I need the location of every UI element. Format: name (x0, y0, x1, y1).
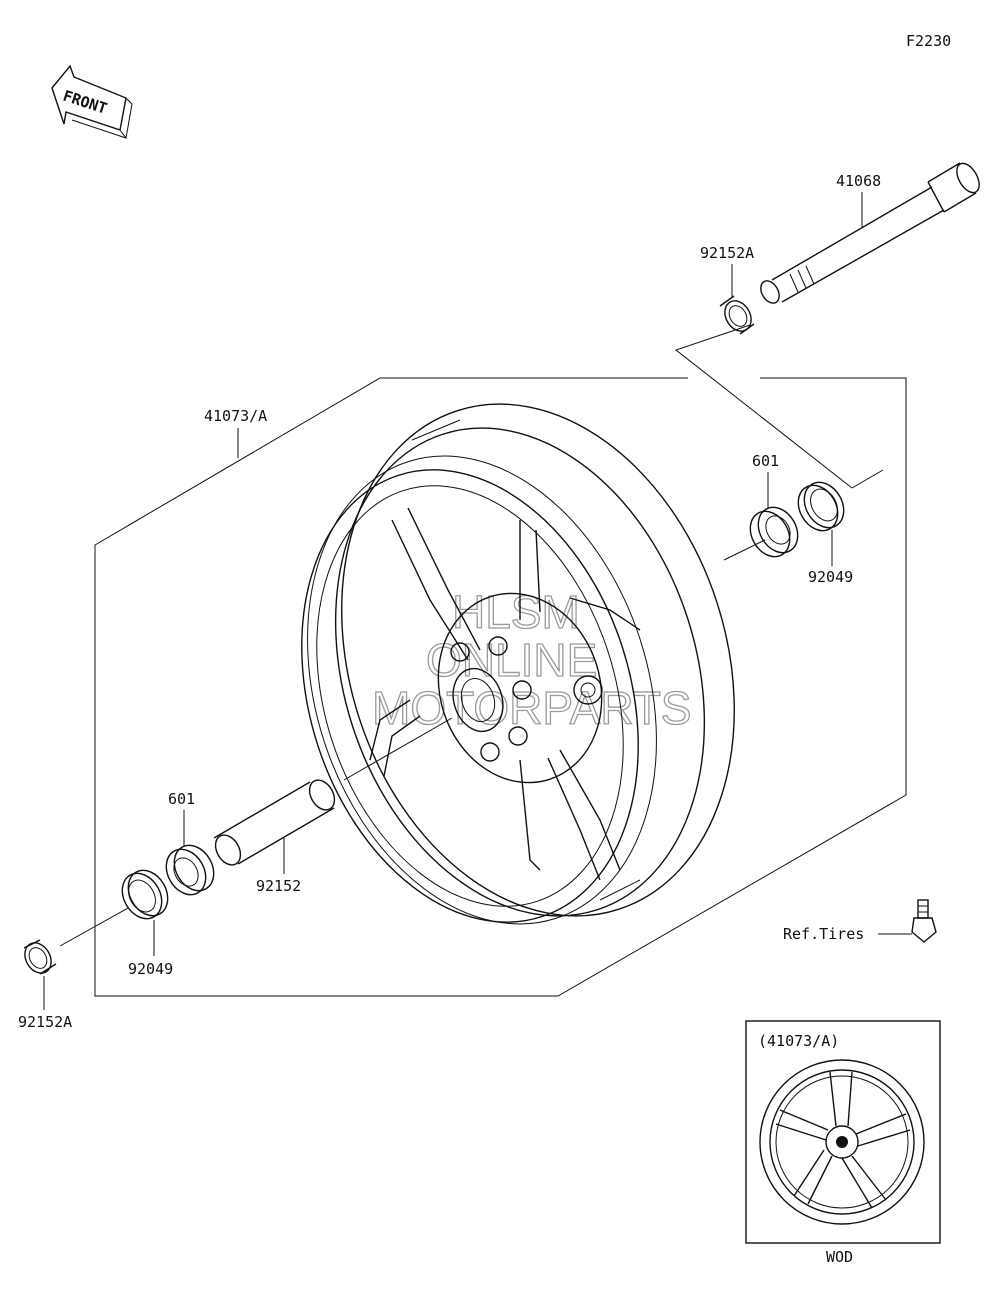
watermark-line-2: ONLINE (426, 634, 597, 686)
label-collar-right: 92152A (700, 244, 754, 262)
front-arrow-icon: FRONT (51, 64, 133, 140)
label-bearing-left: 601 (168, 790, 195, 808)
inset-caption: WOD (826, 1248, 853, 1266)
wheel-part (301, 403, 735, 925)
tire-valve-icon (911, 899, 937, 943)
label-spacer: 92152 (256, 877, 301, 895)
bearing-right-part (749, 506, 799, 558)
reference-line-right-end (851, 469, 884, 489)
spacer-part (213, 717, 453, 866)
watermark: HLSM ONLINE MOTORPARTS (371, 585, 692, 734)
label-seal-right: 92049 (808, 568, 853, 586)
collar-right-part (719, 295, 755, 335)
label-wheel: 41073/A (204, 407, 267, 425)
bearing-left-part (165, 844, 215, 896)
diagram-code: F2230 (906, 32, 951, 50)
inset-box: (41073/A) WOD (745, 1020, 941, 1266)
watermark-line-3: MOTORPARTS (372, 682, 691, 734)
reference-line-right (674, 324, 853, 489)
label-seal-left: 92049 (128, 960, 173, 978)
assembly-outline (94, 377, 907, 997)
label-collar-left: 92152A (18, 1013, 72, 1031)
label-bearing-right: 601 (752, 452, 779, 470)
inset-title: (41073/A) (758, 1032, 839, 1050)
label-ref-tires: Ref.Tires (783, 925, 864, 943)
reference-line-bearing-right (723, 539, 766, 561)
reference-line-left (59, 907, 129, 947)
seal-right-part (797, 481, 845, 532)
label-axle: 41068 (836, 172, 881, 190)
collar-left-part (23, 939, 57, 975)
axle-part (760, 162, 980, 304)
inset-wheel-icon (759, 1059, 925, 1225)
seal-left-part (121, 869, 169, 920)
